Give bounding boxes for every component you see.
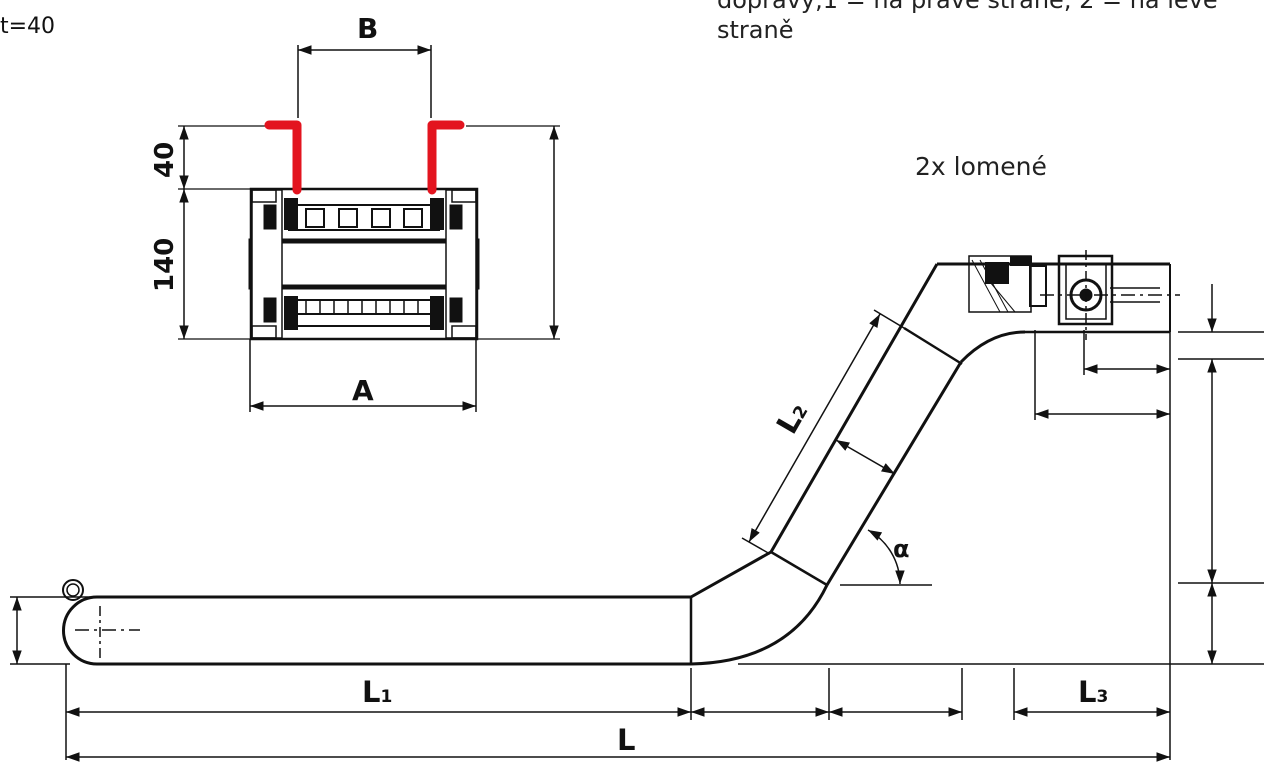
- angle-alpha-label: α: [893, 535, 910, 563]
- variant-label: 2x lomené: [915, 152, 1047, 181]
- drive-unit: [968, 250, 1180, 340]
- dim-40-label: 40: [150, 142, 180, 178]
- pitch-label: t=40: [0, 14, 56, 39]
- cross-section: [178, 45, 560, 412]
- dim-140-label: 140: [150, 238, 180, 292]
- conveyor-side-view: [62, 262, 1171, 666]
- dim-l-label: L: [617, 723, 635, 757]
- dim-a-label: A: [352, 374, 374, 407]
- note-line-1: dopravy,1 = na pravé straně, 2 = na levé: [717, 0, 1218, 14]
- dim-l1-label: L1: [362, 675, 392, 709]
- dim-l3-label: L3: [1078, 675, 1108, 709]
- dim-l2-label: L2: [770, 396, 815, 439]
- side-view-dimensions: [10, 284, 1264, 762]
- scraper-profile: [264, 120, 465, 195]
- dim-b-label: B: [357, 12, 378, 45]
- tail-pulley: [62, 579, 140, 658]
- note-line-2: straně: [717, 16, 794, 44]
